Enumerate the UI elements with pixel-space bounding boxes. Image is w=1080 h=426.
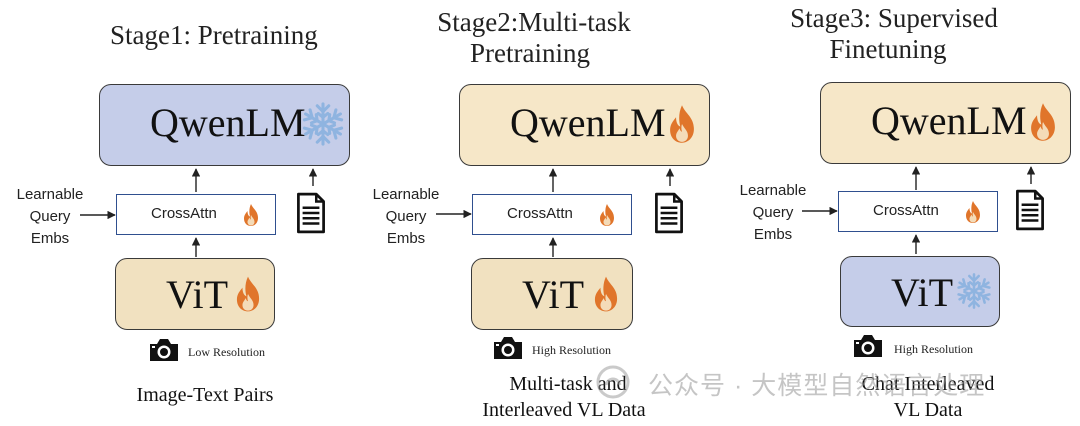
camera-icon <box>148 337 180 363</box>
document-icon <box>1015 189 1045 231</box>
side-label-line: Embs <box>30 230 70 247</box>
stage-title-line: Stage1: Pretraining <box>110 20 318 50</box>
qwenlm-block: QwenLM <box>99 84 350 166</box>
stage-title: Stage3: Supervised Finetuning <box>720 3 1080 65</box>
stage-title-line: Pretraining <box>470 38 590 68</box>
stage-title-line: Stage3: Supervised <box>790 3 998 33</box>
qwenlm-block: QwenLM <box>459 84 710 166</box>
learnable-query-embs-label: Learnable Query Embs <box>0 184 100 250</box>
training-data-label: Chat Interleaved VL Data <box>808 371 1048 423</box>
crossattn-label: CrossAttn <box>873 202 939 219</box>
arrow-crossattn-to-lm <box>911 166 921 190</box>
stage-title-line: Finetuning <box>829 34 947 64</box>
stage-2: Stage2:Multi-task Pretraining QwenLM Lea… <box>360 0 720 426</box>
camera-icon <box>852 333 884 359</box>
crossattn-block: CrossAttn <box>116 194 276 235</box>
vit-label: ViT <box>166 272 229 317</box>
crossattn-label: CrossAttn <box>507 205 573 222</box>
flame-icon <box>1026 101 1060 143</box>
arrow-vit-to-crossattn <box>548 237 558 257</box>
arrow-text-to-lm <box>1026 166 1036 184</box>
qwenlm-block: QwenLM <box>820 82 1071 164</box>
side-label-line: Query <box>385 208 427 225</box>
arrow-vit-to-crossattn <box>911 234 921 254</box>
vit-label: ViT <box>891 270 954 315</box>
camera-icon <box>492 335 524 361</box>
document-icon <box>654 192 684 234</box>
data-line: VL Data <box>893 399 963 421</box>
snowflake-icon <box>300 101 346 147</box>
crossattn-label: CrossAttn <box>151 205 217 222</box>
vit-block: ViT <box>115 258 275 330</box>
side-label-line: Query <box>752 204 794 221</box>
arrow-query-to-crossattn <box>80 210 116 220</box>
arrow-text-to-lm <box>308 168 318 186</box>
resolution-label: High Resolution <box>894 342 974 356</box>
flame-icon <box>597 203 617 227</box>
vit-label: ViT <box>522 272 585 317</box>
arrow-query-to-crossattn <box>802 206 838 216</box>
arrow-vit-to-crossattn <box>191 237 201 257</box>
flame-icon <box>665 103 699 145</box>
side-label-line: Learnable <box>739 182 807 199</box>
side-label-line: Query <box>29 208 71 225</box>
stage-title: Stage2:Multi-task Pretraining <box>360 7 720 69</box>
qwenlm-label: QwenLM <box>510 100 666 145</box>
arrow-crossattn-to-lm <box>191 168 201 192</box>
vit-block: ViT <box>840 256 1000 327</box>
arrow-query-to-crossattn <box>436 209 472 219</box>
training-data-label: Image-Text Pairs <box>60 382 350 408</box>
arrow-text-to-lm <box>665 168 675 186</box>
watermark-text: 公众号 · 大模型自然语言处理 <box>648 372 986 400</box>
data-line: Chat Interleaved <box>861 373 995 395</box>
arrow-crossattn-to-lm <box>548 168 558 192</box>
side-label-line: Learnable <box>16 186 84 203</box>
crossattn-block: CrossAttn <box>838 191 998 232</box>
learnable-query-embs-label: Learnable Query Embs <box>723 180 823 246</box>
crossattn-block: CrossAttn <box>472 194 632 235</box>
stage-1: Stage1: Pretraining QwenLM Learnable Que… <box>0 0 360 426</box>
watermark-logo-icon <box>596 365 630 399</box>
side-label-line: Embs <box>386 230 426 247</box>
vit-block: ViT <box>471 258 633 330</box>
flame-icon <box>963 200 983 224</box>
flame-icon <box>232 275 264 313</box>
data-line: Interleaved VL Data <box>482 399 646 421</box>
stage-3: Stage3: Supervised Finetuning QwenLM Lea… <box>720 0 1080 426</box>
data-line: Image-Text Pairs <box>136 384 274 406</box>
resolution-label: Low Resolution <box>188 345 265 359</box>
resolution-label: High Resolution <box>532 343 612 357</box>
flame-icon <box>590 275 622 313</box>
learnable-query-embs-label: Learnable Query Embs <box>356 184 456 250</box>
stage-title-line: Stage2:Multi-task <box>437 7 631 37</box>
side-label-line: Embs <box>753 226 793 243</box>
qwenlm-label: QwenLM <box>150 100 306 145</box>
snowflake-icon <box>955 272 993 310</box>
qwenlm-label: QwenLM <box>871 98 1027 143</box>
document-icon <box>296 192 326 234</box>
flame-icon <box>241 203 261 227</box>
side-label-line: Learnable <box>372 186 440 203</box>
